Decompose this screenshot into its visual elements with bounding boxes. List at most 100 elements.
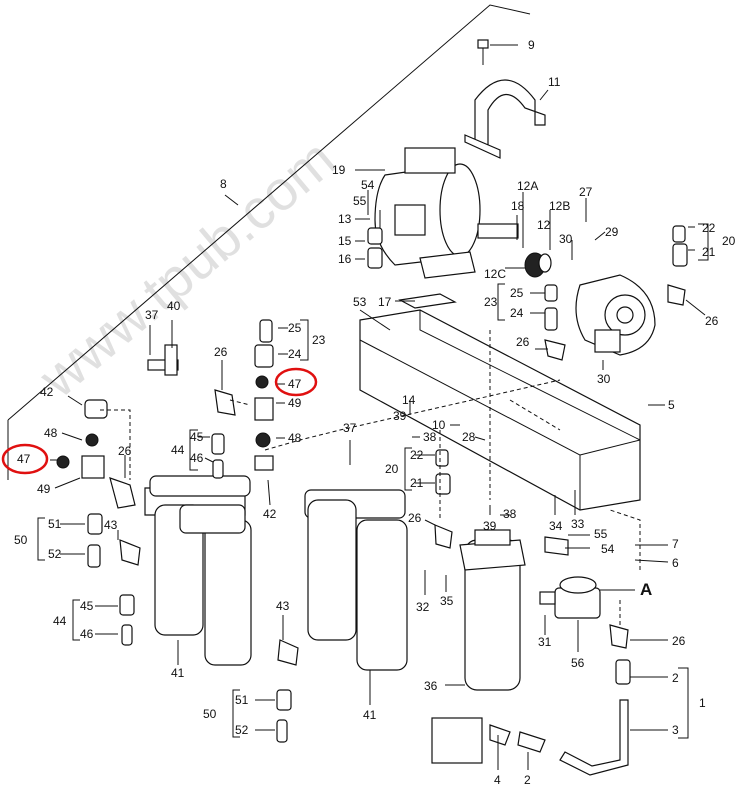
- part-label-10: 10: [432, 418, 446, 432]
- part-label-27: 27: [579, 185, 593, 199]
- part-label-40: 40: [167, 299, 181, 313]
- part-label-21b: 21: [702, 245, 716, 259]
- part-label-35: 35: [440, 594, 454, 608]
- part-label-38a: 38: [423, 430, 437, 444]
- part-label-8: 8: [220, 177, 227, 191]
- part-label-36: 36: [424, 679, 438, 693]
- part-label-3: 3: [672, 723, 679, 737]
- part-label-33: 33: [571, 517, 585, 531]
- part-label-26b: 26: [516, 335, 530, 349]
- part-label-23a: 23: [312, 333, 326, 347]
- part-label-48a: 48: [288, 431, 302, 445]
- assembly-dashed-lines: [100, 330, 641, 625]
- part-label-54b: 54: [601, 542, 615, 556]
- bolt-9: [477, 39, 489, 65]
- part-label-18: 18: [511, 199, 525, 213]
- part-label-28: 28: [462, 430, 476, 444]
- part-label-29: 29: [605, 225, 619, 239]
- part-label-2a: 2: [672, 671, 679, 685]
- part-label-48b: 48: [44, 426, 58, 440]
- part-label-51b: 51: [235, 693, 249, 707]
- part-label-12C: 12C: [484, 267, 506, 281]
- part-label-42b: 42: [263, 507, 277, 521]
- part-label-44a: 44: [53, 614, 67, 628]
- part-label-20a: 20: [385, 462, 399, 476]
- part-label-22b: 22: [702, 221, 716, 235]
- part-label-54a: 54: [361, 178, 375, 192]
- highlight-ring-47-left: [1, 443, 49, 475]
- callout-letter-a: A: [640, 580, 652, 599]
- part-number-labels: 9 11 19 8 54 55 13 15 16 12A 18 12B 12 2…: [14, 38, 736, 787]
- part-label-55a: 55: [353, 194, 367, 208]
- part-label-39a: 39: [393, 409, 407, 423]
- part-label-25b: 25: [510, 286, 524, 300]
- part-label-38b: 38: [503, 507, 517, 521]
- part-label-43a: 43: [104, 518, 118, 532]
- fittings: [56, 225, 688, 776]
- part-label-26a: 26: [705, 314, 719, 328]
- part-label-30a: 30: [559, 232, 573, 246]
- part-label-46a: 46: [80, 627, 94, 641]
- part-label-49b: 49: [37, 482, 51, 496]
- part-label-55b: 55: [594, 527, 608, 541]
- part-label-37b: 37: [343, 421, 357, 435]
- solenoid-valve: [539, 576, 601, 619]
- part-label-23b: 23: [484, 295, 498, 309]
- part-label-45a: 45: [80, 599, 94, 613]
- part-label-51a: 51: [48, 517, 62, 531]
- part-label-30b: 30: [597, 372, 611, 386]
- part-label-44b: 44: [171, 443, 185, 457]
- part-label-22a: 22: [410, 448, 424, 462]
- part-label-15: 15: [338, 234, 352, 248]
- part-label-47b: 47: [17, 452, 31, 466]
- part-label-26d: 26: [672, 634, 686, 648]
- part-label-52a: 52: [48, 547, 62, 561]
- filter-assembly-left: [144, 475, 252, 666]
- part-label-12B: 12B: [549, 199, 570, 213]
- part-label-12: 12: [537, 218, 551, 232]
- highlight-ring-47-top: [274, 367, 318, 397]
- part-label-1: 1: [699, 696, 706, 710]
- part-label-26e: 26: [214, 345, 228, 359]
- part-label-24b: 24: [510, 306, 524, 320]
- part-label-14: 14: [402, 393, 416, 407]
- part-label-34: 34: [549, 519, 563, 533]
- base-frame: [359, 309, 641, 511]
- part-label-12A: 12A: [517, 179, 538, 193]
- part-label-17: 17: [378, 295, 392, 309]
- part-label-42a: 42: [40, 385, 54, 399]
- part-label-43b: 43: [276, 599, 290, 613]
- part-label-26f: 26: [118, 444, 132, 458]
- part-label-39b: 39: [483, 519, 497, 533]
- part-label-50b: 50: [203, 707, 217, 721]
- part-label-32: 32: [416, 600, 430, 614]
- part-label-24a: 24: [288, 347, 302, 361]
- part-label-26c: 26: [408, 511, 422, 525]
- part-label-41b: 41: [363, 708, 377, 722]
- part-label-37a: 37: [145, 308, 159, 322]
- part-label-45b: 45: [190, 430, 204, 444]
- part-label-9: 9: [528, 38, 535, 52]
- part-label-5: 5: [668, 398, 675, 412]
- part-label-52b: 52: [235, 723, 249, 737]
- part-label-7: 7: [672, 537, 679, 551]
- part-label-46b: 46: [190, 451, 204, 465]
- part-label-6: 6: [672, 556, 679, 570]
- motor: [374, 147, 519, 279]
- part-label-47a: 47: [288, 377, 302, 391]
- part-label-13: 13: [338, 212, 352, 226]
- part-label-20b: 20: [722, 234, 736, 248]
- part-label-21a: 21: [410, 476, 424, 490]
- mounting-plate: [398, 293, 457, 309]
- part-label-11: 11: [548, 75, 561, 89]
- part-label-31: 31: [538, 635, 552, 649]
- leader-lines: [37, 44, 709, 770]
- part-label-50a: 50: [14, 533, 28, 547]
- filter-single-right: [459, 529, 526, 691]
- motor-bracket: [464, 79, 546, 159]
- part-label-49a: 49: [288, 396, 302, 410]
- filter-assembly-middle: [304, 489, 408, 671]
- coupling: [524, 252, 552, 278]
- part-label-56: 56: [571, 656, 585, 670]
